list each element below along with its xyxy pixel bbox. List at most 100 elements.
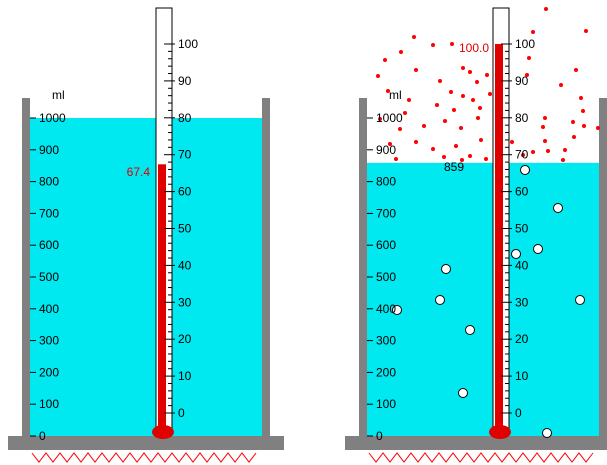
left-burner-plate <box>8 436 284 450</box>
steam-droplet <box>544 7 548 11</box>
steam-droplet <box>579 96 583 100</box>
steam-droplet <box>581 109 585 113</box>
steam-droplet <box>484 157 488 161</box>
steam-droplet <box>541 125 545 129</box>
right-beaker-tick-label: 600 <box>376 238 396 252</box>
right-thermometer-tick-label: 30 <box>515 295 529 309</box>
steam-droplet <box>521 153 525 157</box>
steam-droplet <box>414 140 418 144</box>
steam-droplet <box>461 66 465 70</box>
right-beaker-tick-label: 1000 <box>376 111 403 125</box>
steam-droplet <box>449 90 453 94</box>
left-thermometer-tick-label: 10 <box>178 369 192 383</box>
right-heater-box <box>367 450 599 465</box>
steam-droplet <box>398 127 402 131</box>
steam-droplet <box>460 158 464 162</box>
steam-droplet <box>459 126 463 130</box>
bubble <box>392 305 402 315</box>
right-beaker-tick-label: 300 <box>376 334 396 348</box>
right-beaker-unit-label: ml <box>389 88 402 102</box>
right-thermometer-tick-label: 20 <box>515 332 529 346</box>
steam-droplet <box>435 103 439 107</box>
steam-droplet <box>386 89 390 93</box>
right-beaker-tick-label: 0 <box>376 429 383 443</box>
steam-droplet <box>543 139 547 143</box>
steam-droplet <box>452 108 456 112</box>
left-thermometer-mercury <box>158 164 166 428</box>
steam-droplet <box>546 149 550 153</box>
left-thermometer-tick-label: 80 <box>178 111 192 125</box>
bubble <box>533 244 543 254</box>
steam-droplet <box>431 147 435 151</box>
bubble <box>542 428 552 438</box>
right-thermometer-tick-label: 80 <box>515 111 529 125</box>
left-beaker-tick-label: 400 <box>39 302 59 316</box>
left-beaker-tick-label: 500 <box>39 270 59 284</box>
left-thermometer-tick-label: 50 <box>178 222 192 236</box>
bubble <box>465 325 475 335</box>
steam-droplet <box>461 94 465 98</box>
steam-droplet <box>543 116 547 120</box>
left-beaker-unit-label: ml <box>52 88 65 102</box>
steam-droplet <box>510 140 514 144</box>
right-thermometer-tick-label: 10 <box>515 369 529 383</box>
steam-droplet <box>488 92 492 96</box>
left-thermometer-tick-label: 20 <box>178 332 192 346</box>
right-thermometer-tick-label: 100 <box>515 37 535 51</box>
left-thermometer-tick-label: 40 <box>178 258 192 272</box>
steam-droplet <box>412 35 416 39</box>
left-beaker-tick-label: 0 <box>39 429 46 443</box>
left-heater-box <box>30 450 262 465</box>
left-thermometer-tick-label: 90 <box>178 74 192 88</box>
steam-droplet <box>531 150 535 154</box>
bubble <box>435 295 445 305</box>
left-thermometer-tick-label: 100 <box>178 37 198 51</box>
right-thermometer-tick-label: 40 <box>515 258 529 272</box>
steam-droplet <box>468 70 472 74</box>
right-beaker-tick-label: 900 <box>376 143 396 157</box>
left-beaker-tick-label: 100 <box>39 397 59 411</box>
steam-droplet <box>399 50 403 54</box>
bubble <box>575 295 585 305</box>
steam-droplet <box>443 119 447 123</box>
left-thermometer-bulb <box>152 425 174 439</box>
right-temperature-reading: 100.0 <box>459 41 489 55</box>
bubble <box>553 203 563 213</box>
left-temperature-reading: 67.4 <box>127 165 151 179</box>
left-thermometer-tick-label: 30 <box>178 295 192 309</box>
steam-droplet <box>454 144 458 148</box>
left-beaker-tick-label: 700 <box>39 206 59 220</box>
right-volume-reading: 859 <box>444 160 464 174</box>
steam-droplet <box>378 117 382 121</box>
steam-droplet <box>442 155 446 159</box>
steam-droplet <box>572 135 576 139</box>
steam-droplet <box>403 111 407 115</box>
steam-droplet <box>383 58 387 62</box>
steam-droplet <box>414 68 418 72</box>
right-heater-coil <box>368 452 594 463</box>
steam-droplet <box>394 157 398 161</box>
steam-droplet <box>561 158 565 162</box>
steam-droplet <box>475 80 479 84</box>
right-beaker-tick-label: 200 <box>376 365 396 379</box>
left-thermometer-tick-label: 70 <box>178 148 192 162</box>
steam-droplet <box>559 83 563 87</box>
bubble <box>520 165 530 175</box>
right-water <box>367 162 599 436</box>
steam-droplet <box>438 79 442 83</box>
steam-droplet <box>527 56 531 60</box>
steam-droplet <box>388 142 392 146</box>
right-thermometer-tick-label: 60 <box>515 185 529 199</box>
steam-droplet <box>478 106 482 110</box>
right-thermometer-tick-label: 50 <box>515 222 529 236</box>
steam-droplet <box>468 154 472 158</box>
bubble <box>441 264 451 274</box>
right-beaker-tick-label: 400 <box>376 302 396 316</box>
right-beaker-tick-label: 100 <box>376 397 396 411</box>
